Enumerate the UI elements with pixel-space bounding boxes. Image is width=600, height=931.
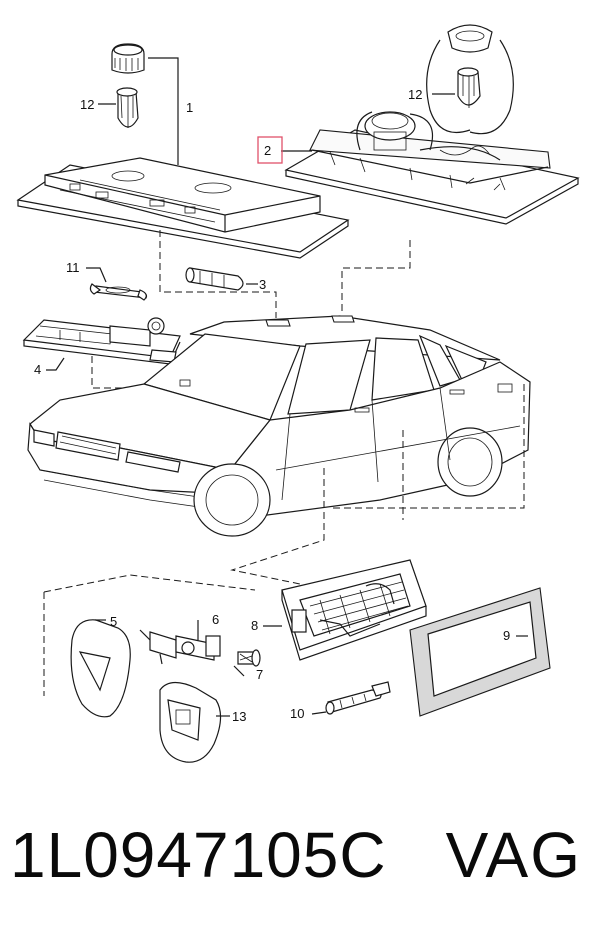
- callout-7: 7: [256, 667, 263, 682]
- callout-2-highlight: [257, 136, 283, 164]
- callout-5: 5: [110, 614, 117, 629]
- screw-7: [237, 649, 261, 667]
- callout-9: 9: [503, 628, 510, 643]
- parts-diagram: 1 2 3 4 5 6 7 8 9 10 11 12 12 13: [16, 24, 580, 763]
- callout-6: 6: [212, 612, 219, 627]
- lamp-housing: [284, 24, 580, 225]
- callout-11: 11: [66, 260, 80, 275]
- car-body: [27, 315, 531, 537]
- part-number: 1L0947105C: [10, 819, 387, 891]
- callout-2: 2: [264, 143, 271, 158]
- callout-13: 13: [232, 709, 246, 724]
- lamp-assembly-8: [281, 559, 427, 661]
- brand-label: VAG: [445, 819, 582, 891]
- interior-light-housing: [16, 157, 350, 259]
- festoon-bulb-3: [185, 267, 244, 291]
- festoon-bulb-10: [325, 681, 391, 715]
- switch-housing-13: [159, 681, 222, 763]
- switch-6: [139, 629, 221, 665]
- callout-12-right: 12: [408, 87, 422, 102]
- callout-4: 4: [34, 362, 41, 377]
- lens-cover-5: [70, 619, 131, 718]
- festoon-bulb-11: [89, 283, 148, 301]
- bulb-cap: [111, 43, 145, 74]
- callout-8: 8: [251, 618, 258, 633]
- callout-10: 10: [290, 706, 304, 721]
- callout-12-left: 12: [80, 97, 94, 112]
- callout-1: 1: [186, 100, 193, 115]
- wedge-bulb-left: [116, 87, 139, 128]
- lamp-frame-4: [22, 317, 181, 365]
- callout-3: 3: [259, 277, 266, 292]
- gasket-9: [409, 587, 551, 717]
- footer: 1L0947105C VAG: [0, 810, 600, 920]
